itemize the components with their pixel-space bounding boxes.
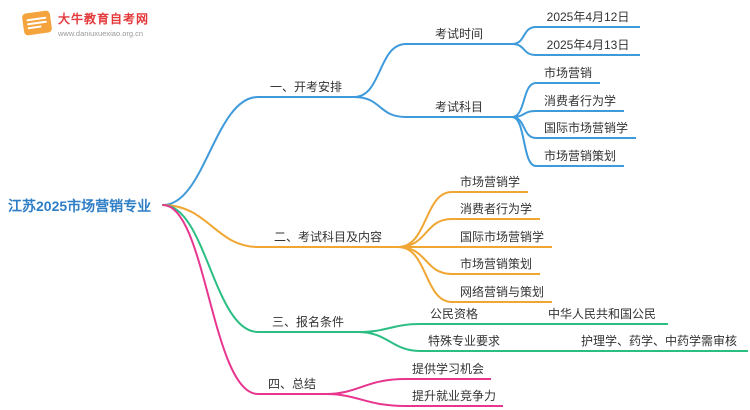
connector-path (162, 96, 259, 206)
book-icon (22, 10, 52, 36)
connector-path (511, 116, 537, 167)
connector-path (397, 191, 453, 248)
site-logo: 大牛教育自考网 www.daniuxuexiao.org.cn (22, 10, 149, 38)
node-course-3: 国际市场营销学 (452, 227, 552, 248)
connector-path (353, 96, 407, 118)
connector-path (325, 393, 406, 407)
node-summary-2: 提升就业竞争力 (405, 386, 503, 407)
connector-path (162, 204, 259, 333)
node-branch3: 三、报名条件 (258, 312, 358, 333)
connector-path (325, 378, 406, 395)
node-special-req: 特殊专业要求 (420, 331, 508, 352)
node-course-1: 市场营销学 (452, 172, 528, 193)
connector-path (357, 331, 421, 352)
node-branch1: 一、开考安排 (258, 77, 354, 98)
root-node: 江苏2025市场营销专业 (8, 198, 152, 214)
connector-path (397, 218, 453, 248)
node-exam-subjects: 考试科目 (406, 97, 512, 118)
connector-path (162, 204, 259, 395)
node-special-req-detail: 护理学、药学、中药学需审核 (570, 331, 748, 352)
connector-path (357, 323, 421, 333)
node-exam-time: 考试时间 (406, 24, 512, 45)
node-subject-2: 消费者行为学 (536, 91, 624, 112)
node-course-2: 消费者行为学 (452, 199, 540, 220)
node-course-4: 市场营销策划 (452, 254, 540, 275)
connector-path (162, 204, 259, 248)
connector-path (397, 246, 453, 275)
connector-path (511, 110, 537, 118)
connector-path (511, 26, 537, 45)
node-exam-date-2: 2025年4月13日 (536, 35, 640, 56)
node-summary-1: 提供学习机会 (405, 359, 491, 380)
connector-path (511, 82, 537, 118)
node-branch4: 四、总结 (258, 374, 326, 395)
node-exam-date-1: 2025年4月12日 (536, 7, 640, 28)
node-subject-1: 市场营销 (536, 63, 600, 84)
site-name: 大牛教育自考网 (58, 12, 150, 26)
site-url: www.daniuxuexiao.org.cn (58, 29, 144, 38)
node-citizenship-detail: 中华人民共和国公民 (536, 304, 668, 325)
connector-path (511, 116, 537, 139)
connector-path (511, 43, 537, 56)
node-subject-3: 国际市场营销学 (536, 118, 636, 139)
connector-path (353, 43, 407, 98)
node-citizenship: 公民资格 (420, 304, 488, 325)
node-course-5: 网络营销与策划 (452, 282, 552, 303)
connector-path (397, 246, 453, 303)
node-branch2: 二、考试科目及内容 (258, 227, 398, 248)
node-subject-4: 市场营销策划 (536, 146, 624, 167)
